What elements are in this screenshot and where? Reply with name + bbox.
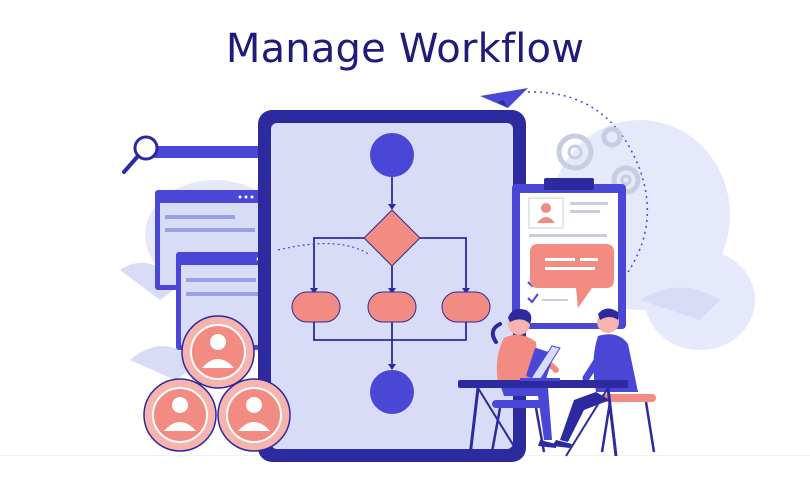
paper-plane-icon xyxy=(480,88,528,108)
magnifier-icon xyxy=(122,135,159,174)
flow-start-node xyxy=(370,133,414,177)
man-figure xyxy=(552,308,638,448)
flow-process-node xyxy=(291,291,341,323)
page-title: Manage Workflow xyxy=(225,26,585,72)
flow-process-node xyxy=(441,291,491,323)
chat-bubble-icon xyxy=(530,244,614,308)
desk-scene xyxy=(458,308,656,457)
user-avatar-icon xyxy=(181,315,255,389)
flow-process-node xyxy=(367,291,417,323)
flow-end-node xyxy=(370,370,414,414)
user-avatar-icon xyxy=(217,378,291,452)
flow-decision-node xyxy=(363,209,421,267)
user-avatar-icon xyxy=(143,378,217,452)
team-avatars xyxy=(143,315,291,452)
flowchart xyxy=(291,133,491,414)
user-avatar-icon xyxy=(528,197,564,229)
